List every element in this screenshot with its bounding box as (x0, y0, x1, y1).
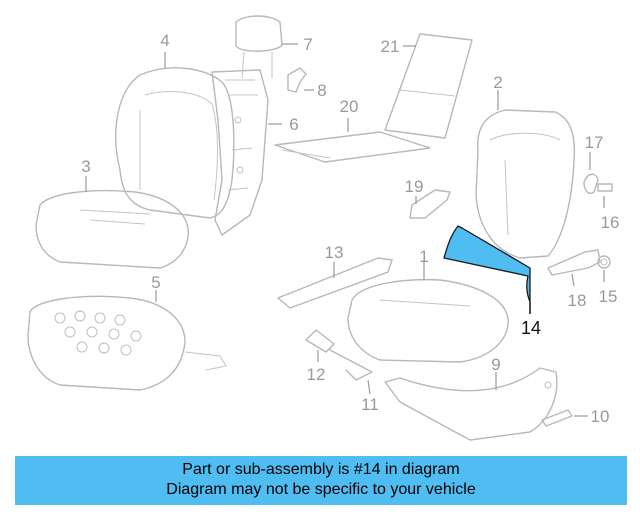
banner-line-2: Diagram may not be specific to your vehi… (166, 481, 476, 498)
info-banner: Part or sub-assembly is #14 in diagram D… (15, 456, 627, 505)
callout-21: 21 (381, 37, 400, 56)
part-8-knob (287, 67, 307, 93)
part-3-seat-cushion-left (35, 189, 189, 269)
part-6-seat-back-frame (211, 69, 269, 236)
part-12-bracket (305, 329, 335, 353)
part-9-side-rail (384, 367, 558, 441)
part-17-clip (583, 173, 599, 194)
leader-lines (85, 43, 605, 417)
callout-16: 16 (601, 213, 620, 232)
callout-2: 2 (493, 73, 502, 92)
callout-10: 10 (591, 407, 610, 426)
part-20-pad (274, 131, 431, 163)
part-1-seat-cushion-right (347, 278, 509, 363)
part-19-cover (409, 189, 451, 219)
callout-1: 1 (419, 247, 428, 266)
part-14-highlighted (443, 225, 531, 303)
part-13-rail (277, 257, 393, 309)
part-5-cushion-frame (27, 295, 227, 391)
callout-18: 18 (568, 291, 587, 310)
part-4-seat-back-left (115, 67, 235, 219)
callout-15: 15 (599, 287, 618, 306)
part-18-side-cover (547, 249, 601, 276)
callout-11: 11 (361, 395, 379, 414)
part-7-headrest (235, 15, 283, 79)
callout-20: 20 (340, 97, 359, 116)
callout-13: 13 (325, 243, 344, 262)
part-21-back-panel (384, 33, 473, 139)
seat-parts-diagram: 1 2 3 4 5 6 7 8 9 10 11 12 13 14 15 16 1… (27, 15, 620, 441)
part-2-seat-back-right (475, 109, 576, 259)
part-15-knob (597, 255, 611, 269)
part-11-lever (329, 349, 373, 381)
callout-17: 17 (585, 133, 604, 152)
callout-7: 7 (303, 35, 312, 54)
part-16-clip (597, 183, 613, 192)
callout-9: 9 (491, 355, 500, 374)
callout-8: 8 (317, 81, 326, 100)
banner-line-1: Part or sub-assembly is #14 in diagram (182, 461, 460, 478)
callout-4: 4 (160, 31, 169, 50)
part-10-screw (541, 409, 573, 427)
callout-6: 6 (289, 115, 298, 134)
callout-5: 5 (151, 273, 160, 292)
callout-14: 14 (521, 318, 541, 338)
callout-3: 3 (81, 157, 90, 176)
callout-19: 19 (405, 177, 424, 196)
callout-12: 12 (307, 365, 326, 384)
